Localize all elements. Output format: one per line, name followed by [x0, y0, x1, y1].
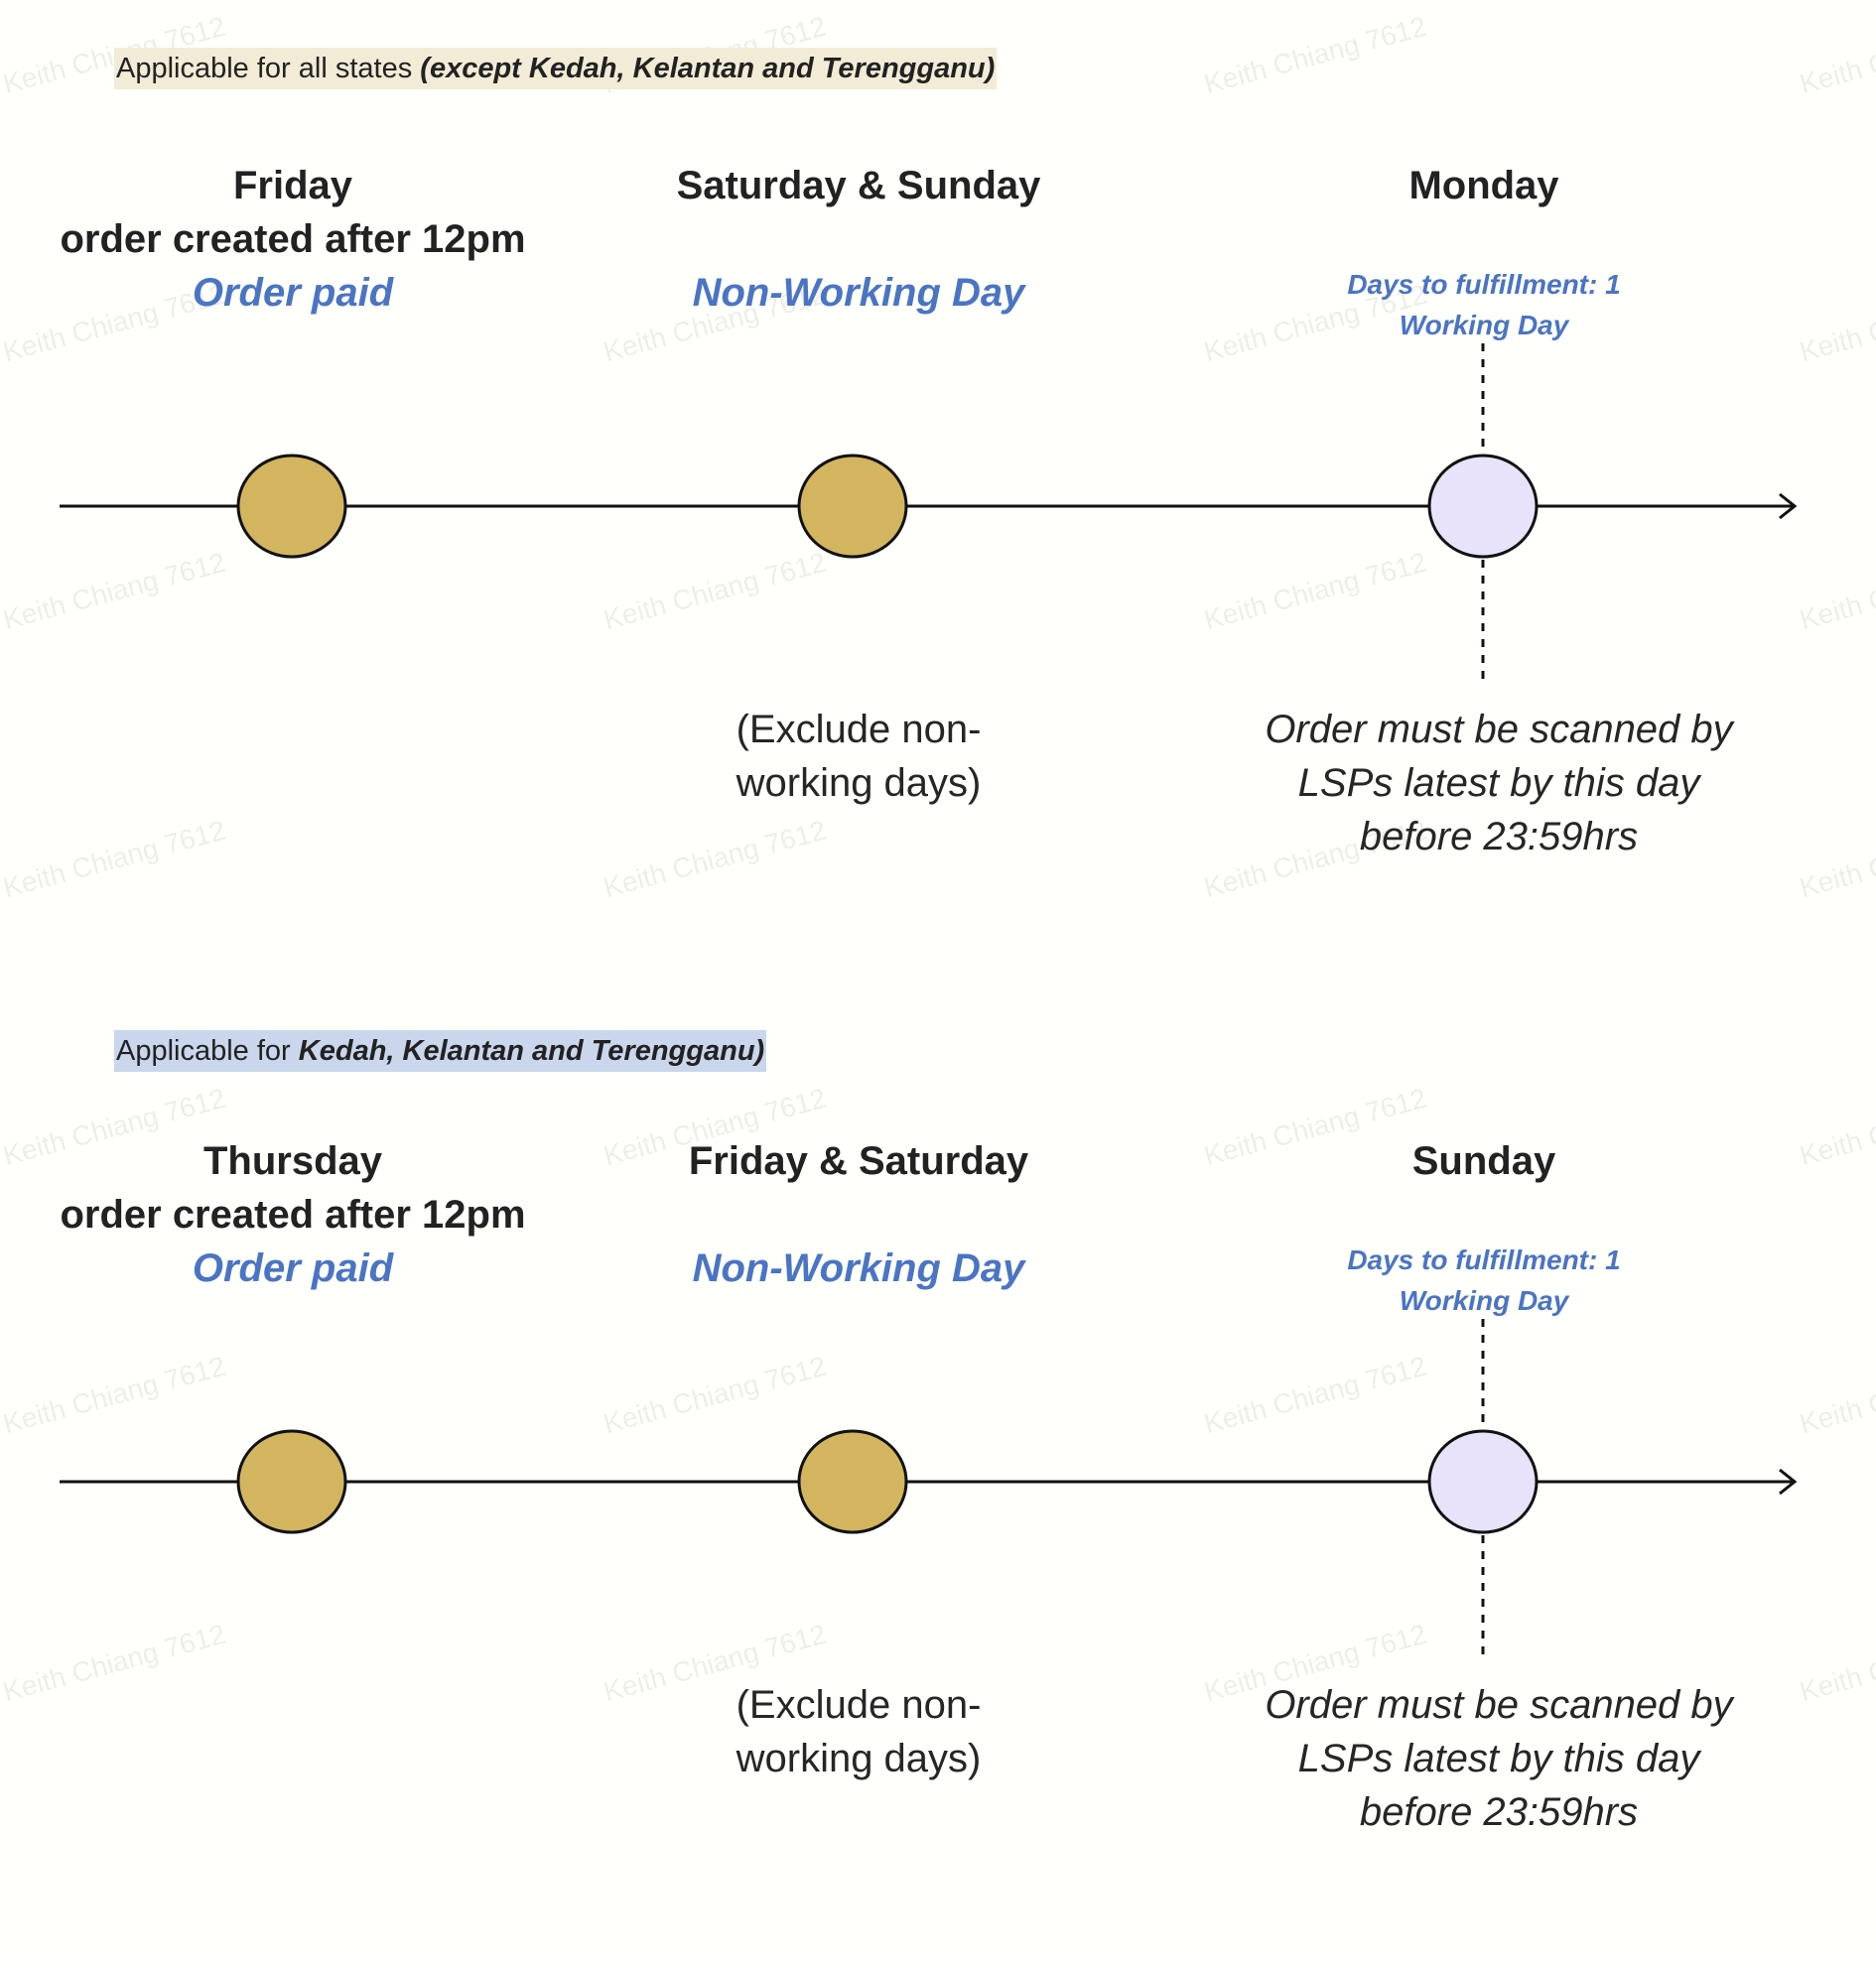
timeline-graphic: [60, 343, 1798, 685]
day-title: Sunday: [1411, 1139, 1556, 1183]
day-column-monday: Monday: [1241, 159, 1727, 212]
day-title: Saturday & Sunday: [676, 164, 1041, 207]
scan-deadline-note: Order must be scanned by LSPs latest by …: [1265, 1683, 1733, 1834]
applicability-banner: Applicable for Kedah, Kelantan and Teren…: [114, 1030, 767, 1072]
banner-prefix: Applicable for all states: [116, 53, 421, 84]
node-non-working-day: [797, 454, 908, 559]
banner-prefix: Applicable for: [116, 1035, 299, 1067]
day-column-sunday: Sunday: [1241, 1134, 1727, 1188]
day-column-thursday: Thursday order created after 12pm Order …: [50, 1134, 536, 1295]
status-label: Order paid: [192, 1246, 394, 1290]
exclude-note: (Exclude non- working days): [736, 1683, 982, 1780]
day-title: Friday: [232, 164, 353, 207]
applicability-banner: Applicable for all states (except Kedah,…: [114, 48, 998, 89]
fulfillment-label: Days to fulfillment: 1 Working Day: [1347, 269, 1621, 340]
status-label: Non-Working Day: [692, 1246, 1025, 1290]
node-fulfillment-day: [1427, 454, 1539, 559]
banner-emphasis: (except Kedah, Kelantan and Terengganu): [420, 53, 996, 84]
timeline-arrowhead: [1779, 492, 1798, 520]
node-order-paid: [236, 1429, 347, 1534]
status-label: Non-Working Day: [692, 271, 1025, 315]
exclude-note: (Exclude non- working days): [736, 708, 982, 805]
day-column-weekend: Saturday & Sunday Non-Working Day: [615, 159, 1102, 320]
timeline-section-east-states: Applicable for Kedah, Kelantan and Teren…: [0, 982, 1876, 1965]
node-order-paid: [236, 454, 347, 559]
day-column-weekend: Friday & Saturday Non-Working Day: [615, 1134, 1102, 1295]
day-title: Monday: [1408, 164, 1559, 207]
timeline-graphic: [60, 1319, 1798, 1660]
node-fulfillment-day: [1427, 1429, 1539, 1534]
day-subtitle: order created after 12pm: [60, 1193, 526, 1237]
scan-deadline-note: Order must be scanned by LSPs latest by …: [1265, 708, 1733, 858]
day-subtitle: order created after 12pm: [60, 217, 526, 261]
node-non-working-day: [797, 1429, 908, 1534]
fulfillment-label: Days to fulfillment: 1 Working Day: [1347, 1244, 1621, 1316]
banner-emphasis: Kedah, Kelantan and Terengganu): [298, 1035, 765, 1067]
day-title: Thursday: [202, 1139, 383, 1183]
status-label: Order paid: [192, 271, 394, 315]
timeline-section-all-states: Applicable for all states (except Kedah,…: [0, 0, 1876, 982]
timeline-arrowhead: [1779, 1468, 1798, 1496]
day-column-friday: Friday order created after 12pm Order pa…: [50, 159, 536, 320]
day-title: Friday & Saturday: [688, 1139, 1029, 1183]
